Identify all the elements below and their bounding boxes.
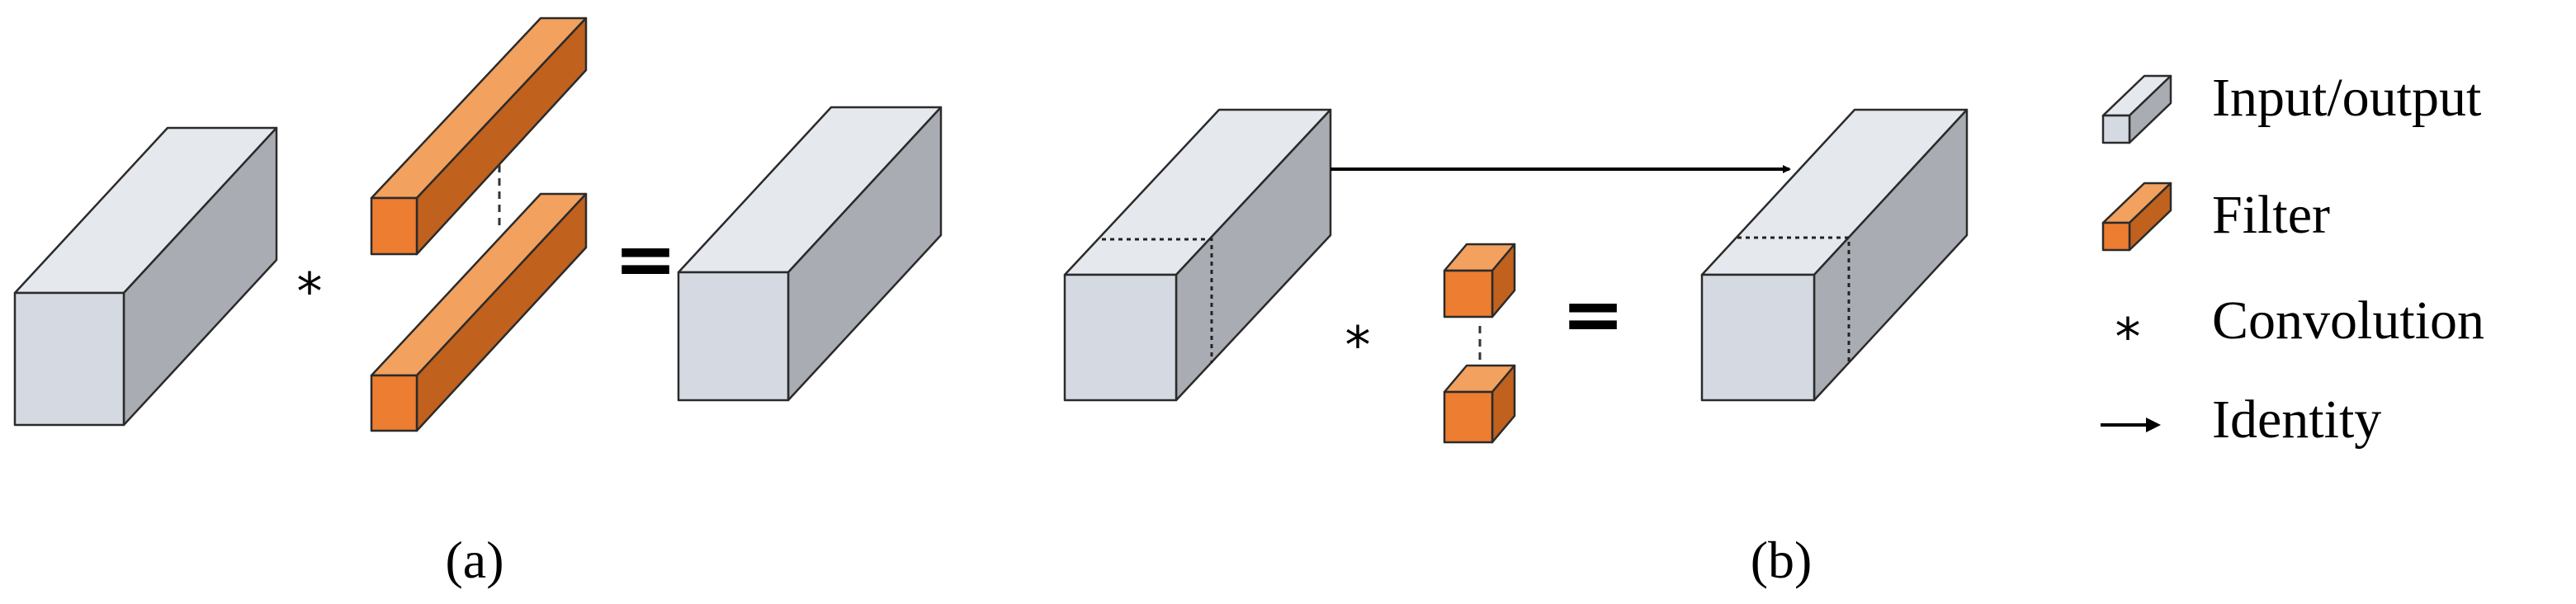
convolution-star-icon: * xyxy=(2115,307,2141,367)
panel-b-equals: = xyxy=(1561,270,1624,358)
legend-label-filter: Filter xyxy=(2212,185,2330,245)
panel-b-filter-upper-front xyxy=(1443,269,1494,319)
legend-label-identity: Identity xyxy=(2212,389,2381,450)
panel-b-filter-upper xyxy=(1443,243,1516,319)
panel-a-input-block xyxy=(13,126,278,427)
panel-a-equals: = xyxy=(613,215,677,303)
legend-item-input-output: Input/output xyxy=(2101,68,2481,144)
panel-a-label: (a) xyxy=(445,531,503,589)
panel-b-output-front xyxy=(1700,273,1816,402)
panel-a-filter-upper xyxy=(370,17,588,256)
legend-item-identity: Identity xyxy=(2101,389,2381,450)
panel-b-input-block xyxy=(1063,108,1332,402)
panel-a-filter-upper-front xyxy=(370,196,418,256)
panel-b: * = (b) xyxy=(1063,108,1969,589)
panel-a: * = (a) xyxy=(13,17,943,589)
panel-a-output-block xyxy=(677,106,943,402)
panel-b-label: (b) xyxy=(1751,531,1813,589)
legend: Input/output Filter * Convolution Identi… xyxy=(2101,68,2484,450)
panel-b-output-slice-guide xyxy=(1737,236,1850,363)
input-output-block-icon xyxy=(2101,74,2172,144)
panel-a-convolution-operator: * xyxy=(297,262,323,322)
legend-label-input-output: Input/output xyxy=(2212,68,2481,128)
legend-item-convolution: * Convolution xyxy=(2115,290,2485,367)
panel-a-filter-lower-front xyxy=(370,374,418,432)
filter-block-icon xyxy=(2101,182,2172,252)
panel-b-filter-lower-front xyxy=(1443,390,1494,444)
panel-a-input-front xyxy=(13,291,125,427)
panel-b-input-front xyxy=(1063,273,1178,402)
panel-a-output-front xyxy=(677,271,790,402)
legend-item-filter: Filter xyxy=(2101,182,2330,252)
legend-label-convolution: Convolution xyxy=(2212,290,2484,351)
panel-a-filter-lower xyxy=(370,192,588,432)
panel-b-filter-lower xyxy=(1443,364,1516,444)
panel-b-convolution-operator: * xyxy=(1345,315,1371,375)
panel-b-input-slice-guide xyxy=(1102,238,1213,363)
panel-b-output-block xyxy=(1700,108,1969,402)
identity-arrow-icon xyxy=(2101,418,2161,432)
